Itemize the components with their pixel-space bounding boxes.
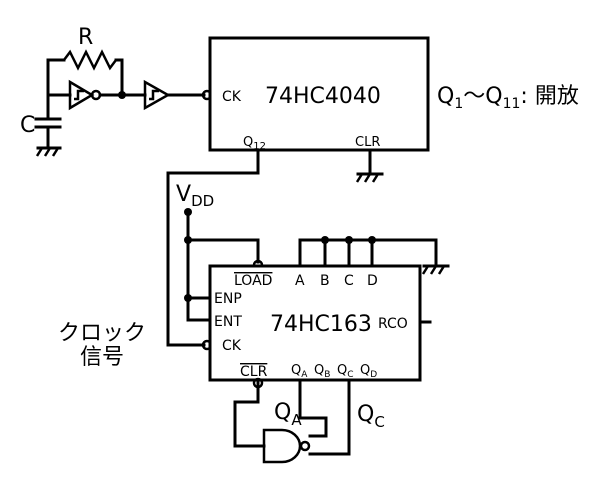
vdd-junction-top xyxy=(184,208,192,216)
nand-gate xyxy=(262,428,311,464)
feedback-wire-right xyxy=(114,58,124,97)
vdd-junction-enp xyxy=(184,294,192,302)
chip-163-ent-pin: ENT xyxy=(214,314,242,330)
resistor-r xyxy=(63,49,117,71)
ground-symbol-abcd xyxy=(421,264,450,275)
chip-163-a-pin: A xyxy=(295,273,305,289)
junction-dot-osc xyxy=(118,91,126,99)
qc-to-nand-wire xyxy=(308,378,351,456)
chip-163-d-pin: D xyxy=(367,273,378,289)
vdd-to-load xyxy=(186,238,260,264)
chip-163-qd-pin: QD xyxy=(360,363,377,380)
chip-163-c-pin: C xyxy=(344,273,354,289)
schmitt-inverter xyxy=(68,79,102,111)
chip-4040-name: 74HC4040 xyxy=(265,84,381,109)
chip-74hc4040 xyxy=(208,36,430,152)
outputs-open-note: Q1〜Q11: 開放 xyxy=(437,84,579,112)
abcd-ground-bus xyxy=(298,238,438,268)
chip-163-rco-pin: RCO xyxy=(378,316,408,332)
gate-qa-label: QA xyxy=(274,400,302,429)
qa-to-nand-wire xyxy=(298,378,328,438)
chip-4040-ck-pin: CK xyxy=(222,89,242,105)
ground-symbol-4040 xyxy=(355,172,384,183)
schmitt-buffer xyxy=(143,79,171,111)
junction-dot-b xyxy=(321,236,329,244)
vdd-label: VDD xyxy=(176,182,214,210)
chip-163-b-pin: B xyxy=(320,273,330,289)
chip-163-enp-pin: ENP xyxy=(214,291,242,307)
capacitor-label: C xyxy=(20,113,35,138)
clock-signal-label-line1: クロック xyxy=(58,321,146,346)
junction-dot-d xyxy=(368,236,376,244)
resistor-label: R xyxy=(78,25,93,50)
chip-163-qa-pin: QA xyxy=(291,363,308,380)
vdd-junction-load xyxy=(184,236,192,244)
nand-output-to-clr-wire xyxy=(233,381,266,448)
chip-163-ck-pin: CK xyxy=(222,338,242,354)
gate-qc-label: QC xyxy=(357,402,385,431)
chip-163-qc-pin: QC xyxy=(337,363,354,380)
chip-4040-q12-pin: Q12 xyxy=(243,135,266,152)
ground-symbol-osc xyxy=(35,146,62,157)
oscillator-feedback-wire xyxy=(46,58,66,92)
vdd-rail xyxy=(186,210,212,322)
chip-163-clr-pin: CLR xyxy=(240,364,268,380)
chip-163-name: 74HC163 xyxy=(270,312,372,337)
chip-163-load-pin: LOAD xyxy=(234,273,272,289)
clr-inversion-bubble xyxy=(252,377,264,389)
q12-to-ck-wire xyxy=(166,148,260,347)
chip-163-qb-pin: QB xyxy=(314,363,330,380)
rc-oscillator: R C xyxy=(20,25,213,157)
chip-4040-clr-pin: CLR xyxy=(355,135,380,150)
junction-dot-c xyxy=(345,236,353,244)
clock-signal-label-line2: 信号 xyxy=(80,345,124,370)
